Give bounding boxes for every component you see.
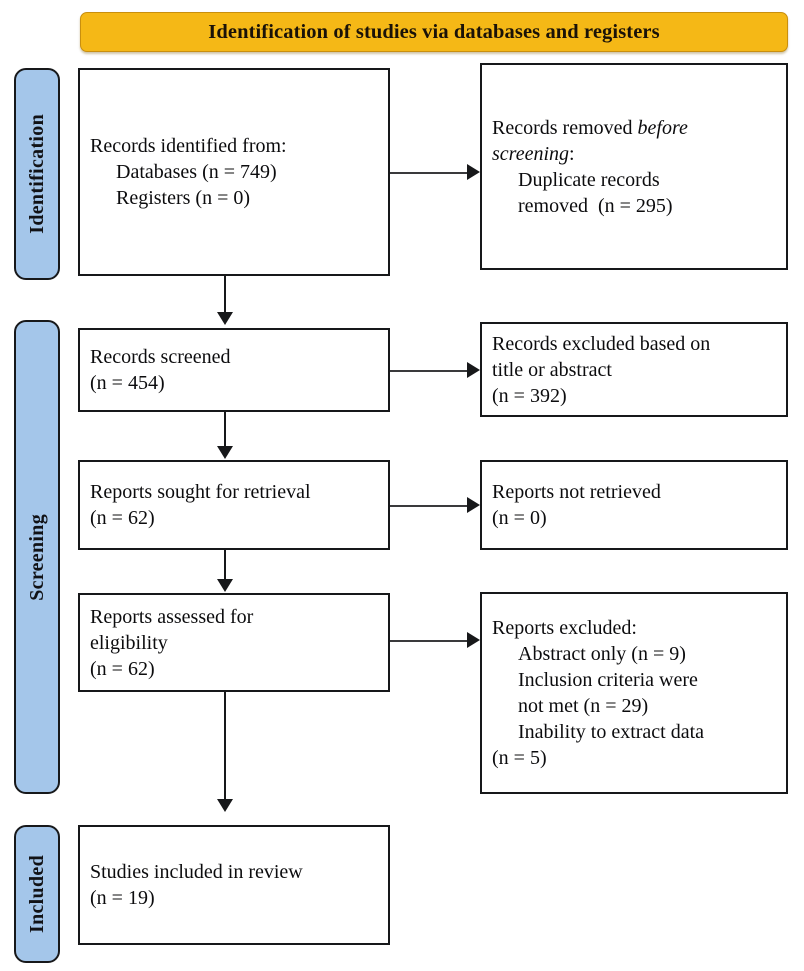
connector-sought-to-assessed-arrow <box>217 579 233 592</box>
connector-sought-to-not-retrieved-arrow <box>467 497 480 513</box>
records-excluded-line-2: title or abstract <box>492 358 612 381</box>
stage-tab-screening-label: Screening <box>25 513 48 601</box>
box-reports-excluded: Reports excluded: Abstract only (n = 9) … <box>480 592 788 794</box>
records-removed-line-1-text: Records removed <box>492 116 638 139</box>
reports-excluded-line-2: Abstract only (n = 9) <box>518 643 686 665</box>
connector-screened-to-sought-arrow <box>217 446 233 459</box>
records-identified-line-2: Databases (n = 749) <box>116 161 277 183</box>
reports-assessed-line-1: Reports assessed for <box>90 605 254 628</box>
connector-screened-to-sought-line <box>224 412 226 448</box>
connector-sought-to-not-retrieved-line <box>390 505 468 507</box>
stage-tab-screening: Screening <box>14 320 60 794</box>
connector-screened-to-excluded-arrow <box>467 362 480 378</box>
reports-excluded-line-5: Inability to extract data <box>518 721 705 743</box>
connector-identified-to-screened-line <box>224 276 226 314</box>
records-removed-line-1: Records removed before <box>492 115 776 141</box>
reports-not-retrieved-line-1: Reports not retrieved <box>492 481 661 503</box>
stage-tab-identification-label: Identification <box>25 114 48 234</box>
connector-assessed-to-excluded-line <box>390 640 468 642</box>
studies-included-line-1: Studies included in review <box>90 861 303 883</box>
reports-assessed-line-3: (n = 62) <box>90 657 155 680</box>
reports-excluded-line-1: Reports excluded: <box>492 617 637 639</box>
records-identified-line-3: Registers (n = 0) <box>116 187 251 209</box>
records-removed-line-2-text: : <box>569 142 575 165</box>
box-reports-sought: Reports sought for retrieval (n = 62) <box>78 460 390 550</box>
box-records-identified: Records identified from: Databases (n = … <box>78 68 390 276</box>
reports-sought-line-1: Reports sought for retrieval <box>90 481 311 503</box>
diagram-header-banner: Identification of studies via databases … <box>80 12 788 52</box>
records-screened-line-2: (n = 454) <box>90 372 165 394</box>
reports-assessed-line-2: eligibility <box>90 631 168 654</box>
connector-sought-to-assessed-line <box>224 550 226 580</box>
records-identified-line-1: Records identified from: <box>90 135 287 157</box>
records-removed-line-3: Duplicate records <box>518 168 660 191</box>
reports-excluded-line-4: not met (n = 29) <box>518 695 649 717</box>
diagram-title: Identification of studies via databases … <box>208 20 660 43</box>
reports-excluded-line-3: Inclusion criteria were <box>518 669 698 691</box>
records-removed-line-2-emphasis: screening <box>492 142 570 165</box>
records-excluded-line-1: Records excluded based on <box>492 332 711 355</box>
box-records-screened: Records screened (n = 454) <box>78 328 390 412</box>
stage-tab-included-label: Included <box>25 855 48 933</box>
box-records-excluded: Records excluded based on title or abstr… <box>480 322 788 417</box>
connector-identified-to-removed-arrow <box>467 164 480 180</box>
reports-not-retrieved-line-2: (n = 0) <box>492 507 547 529</box>
records-screened-line-1: Records screened <box>90 346 231 368</box>
connector-assessed-to-included-arrow <box>217 799 233 812</box>
records-removed-line-4: removed (n = 295) <box>518 194 673 217</box>
connector-screened-to-excluded-line <box>390 370 468 372</box>
box-reports-not-retrieved: Reports not retrieved (n = 0) <box>480 460 788 550</box>
box-records-removed: Records removed before screening: Duplic… <box>480 63 788 270</box>
connector-identified-to-removed-line <box>390 172 468 174</box>
reports-excluded-line-6: (n = 5) <box>492 747 547 769</box>
records-excluded-line-3: (n = 392) <box>492 384 567 407</box>
records-removed-line-2: screening: <box>492 141 776 167</box>
connector-assessed-to-included-line <box>224 692 226 800</box>
stage-tab-identification: Identification <box>14 68 60 280</box>
reports-sought-line-2: (n = 62) <box>90 507 155 529</box>
box-reports-assessed: Reports assessed for eligibility (n = 62… <box>78 593 390 692</box>
box-studies-included: Studies included in review (n = 19) <box>78 825 390 945</box>
connector-assessed-to-excluded-arrow <box>467 632 480 648</box>
studies-included-line-2: (n = 19) <box>90 887 155 909</box>
records-removed-line-1-emphasis: before <box>637 116 688 139</box>
connector-identified-to-screened-arrow <box>217 312 233 325</box>
stage-tab-included: Included <box>14 825 60 963</box>
